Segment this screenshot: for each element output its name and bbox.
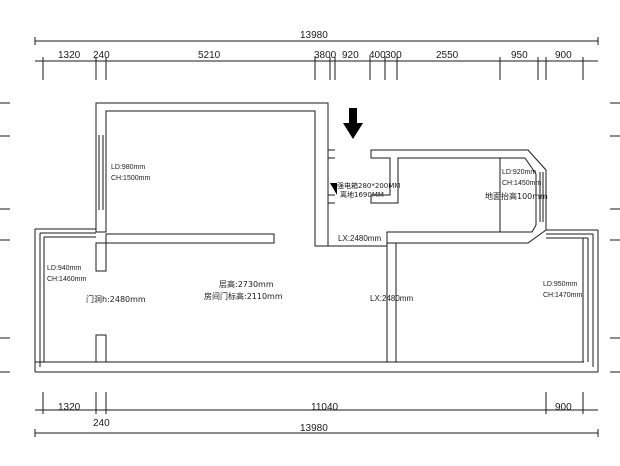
electric-height-note: 离地1690MM (340, 191, 384, 199)
bottom-seg-label-1: 1320 (58, 402, 81, 413)
door-opening-note: 门洞h:2480mm (86, 295, 146, 304)
lx-upper-note: LX:2480mm (338, 234, 382, 243)
window4-ld: LD:950mm (543, 281, 578, 288)
top-total-label: 13980 (300, 30, 328, 41)
top-seg-label-10: 900 (555, 50, 572, 61)
left-pier-bottom (95, 334, 107, 363)
left-pier (95, 242, 107, 272)
side-reference-marks (0, 102, 620, 373)
electric-box-note: 强电箱280*200MM (337, 182, 401, 190)
top-seg-label-2: 240 (93, 50, 110, 61)
window1-ch: CH:1500mm (111, 175, 151, 182)
bottom-seg-label-2: 11040 (311, 402, 339, 413)
partition-wall (105, 233, 275, 244)
top-seg-label-3: 5210 (198, 50, 221, 61)
top-seg-label-8: 2550 (436, 50, 459, 61)
entry-arrow (343, 108, 363, 139)
lx-lower-note: LX:2480mm (370, 294, 414, 303)
outer-walls (34, 135, 599, 373)
window3-ld: LD:920mm (502, 169, 537, 176)
window3-ch: CH:1450mm (502, 180, 542, 187)
floor-raise-note: 地面抬高100mm (485, 192, 548, 201)
bottom-seg-label-3: 900 (555, 402, 572, 413)
top-seg-label-9: 950 (511, 50, 528, 61)
window2-ch: CH:1460mm (47, 276, 87, 283)
storey-height-note: 层高:2730mm (219, 280, 274, 289)
electric-box-marker (330, 183, 337, 195)
top-seg-label-1: 1320 (58, 50, 81, 61)
door-head-note: 房间门标高:2110mm (204, 292, 283, 301)
top-seg-label-5: 920 (342, 50, 359, 61)
top-seg-label-7: 300 (385, 50, 402, 61)
window4-ch: CH:1470mm (543, 292, 583, 299)
bottom-mid-label: 240 (93, 418, 110, 429)
top-segment-ticks (42, 57, 584, 80)
bottom-total-label: 13980 (300, 423, 328, 434)
window2-ld: LD:940mm (47, 265, 82, 272)
top-seg-label-4: 3800 (314, 50, 337, 61)
window1-ld: LD:980mm (111, 164, 146, 171)
bottom-segment-ticks (42, 392, 584, 414)
top-seg-label-6: 400 (369, 50, 386, 61)
bedroom-wall (95, 102, 329, 247)
walls (95, 102, 547, 363)
